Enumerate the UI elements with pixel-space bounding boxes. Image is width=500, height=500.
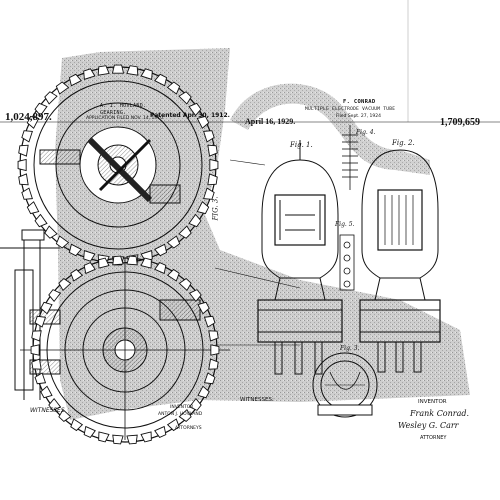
right-patent-number: 1,709,659: [440, 117, 480, 128]
left-patented-date: Patented Apr. 30, 1912.: [150, 112, 230, 119]
leader-lines: [214, 159, 301, 346]
right-patent-date: April 16, 1929.: [245, 117, 296, 126]
left-application-filed: APPLICATION FILED NOV. 14, 1910.: [86, 116, 165, 121]
left-fig3-label: FIG. 3.: [211, 196, 220, 221]
fig4-label: Fig. 4.: [356, 129, 376, 136]
coil-detail: [342, 125, 358, 190]
socket-detail: [312, 352, 378, 418]
lower-gear-teeth: [30, 255, 220, 445]
left-attorneys-label: ATTORNEYS: [175, 426, 202, 431]
upper-gear: [19, 66, 217, 264]
left-patent-number: 1,024,897.: [5, 111, 52, 123]
right-patent-title: MULTIPLE ELECTRODE VACUUM TUBE: [305, 107, 396, 112]
right-filed-date: Filed Sept. 27, 1924: [336, 114, 381, 119]
right-attorney-label: ATTORNEY: [420, 435, 447, 441]
fig1-label: Fig. 1.: [290, 141, 313, 149]
right-witnesses-label: WITNESSES:: [240, 397, 274, 403]
fig5-label: Fig. 5.: [335, 221, 355, 228]
fig2-label: Fig. 2.: [392, 139, 415, 147]
left-subheader: GEARING.: [100, 110, 127, 116]
vacuum-tube-2: [359, 149, 441, 373]
left-linkage: [0, 229, 61, 400]
grey-texture-band: [55, 48, 470, 420]
attorney-signature: Wesley G. Carr: [398, 421, 459, 430]
left-witnesses-label: WITNESSES: [30, 407, 65, 414]
left-inventor-label: INVENTOR: [170, 405, 194, 410]
grey-curve: [230, 83, 430, 175]
right-inventor-header: F. CONRAD: [343, 99, 376, 105]
electrode-strip: [339, 234, 355, 291]
vacuum-tube-1: [257, 140, 343, 375]
fig3-label: Fig. 3.: [340, 345, 360, 352]
left-inventor-name: ANTON J. HOVLAND: [158, 412, 203, 417]
right-inventor-label: INVENTOR: [418, 399, 447, 405]
inventor-signature: Frank Conrad.: [410, 409, 470, 418]
upper-gear-teeth: [17, 64, 219, 266]
left-inventor-header: A. I. HOVLAND.: [100, 103, 147, 109]
